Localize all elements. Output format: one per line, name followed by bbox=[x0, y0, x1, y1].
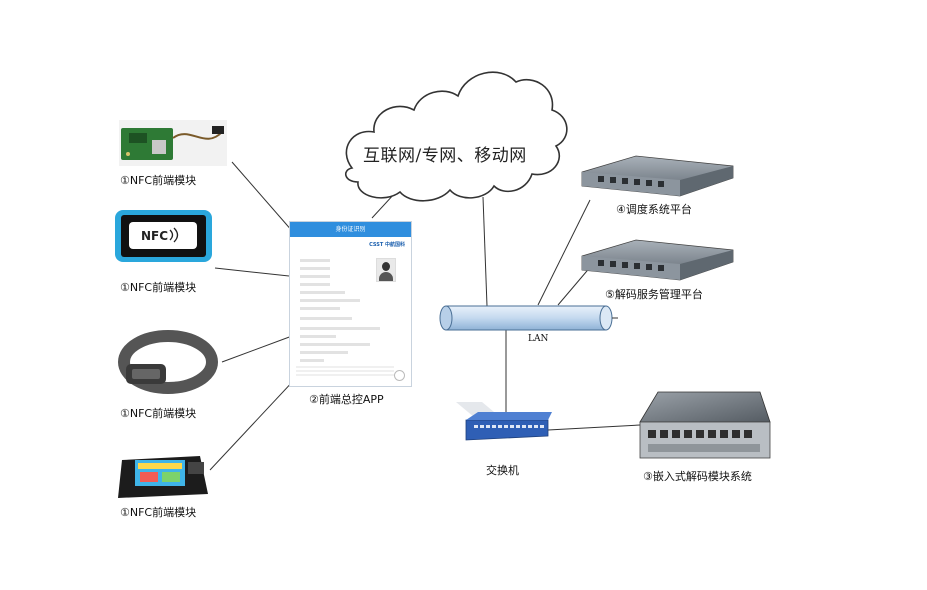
switch-label: 交换机 bbox=[486, 464, 519, 477]
decode-service-server-image bbox=[581, 239, 734, 281]
app-row bbox=[296, 306, 340, 311]
embedded-decode-chassis-image bbox=[639, 391, 771, 459]
app-row bbox=[296, 298, 360, 303]
app-footer-text bbox=[296, 366, 394, 378]
link-nfc2-app bbox=[214, 267, 290, 277]
link-switch-embedded bbox=[547, 424, 641, 431]
switch-image bbox=[456, 402, 552, 441]
lan-bus bbox=[439, 305, 618, 331]
link-cloud-lan bbox=[482, 196, 488, 307]
nfc-module-label-4: ①NFC前端模块 bbox=[120, 506, 197, 519]
dispatch-platform-label: ④调度系统平台 bbox=[616, 203, 692, 216]
app-label: ②前端总控APP bbox=[309, 393, 384, 406]
app-title-bar: 身份证识别 bbox=[290, 222, 411, 237]
app-row bbox=[296, 358, 324, 363]
app-row bbox=[296, 258, 330, 263]
cloud-label: 互联网/专网、移动网 bbox=[363, 146, 527, 166]
app-row bbox=[296, 350, 348, 355]
app-brand: CSST 中航国科 bbox=[369, 242, 405, 248]
nfc-reader-board-image bbox=[119, 120, 227, 166]
nfc-pos-terminal-image bbox=[118, 456, 208, 498]
app-screen: 身份证识别 CSST 中航国科 bbox=[289, 221, 412, 387]
nfc-phone-image: NFC bbox=[115, 210, 212, 262]
network-cloud bbox=[345, 71, 568, 202]
link-nfc4-app bbox=[209, 377, 297, 471]
app-row bbox=[296, 266, 330, 271]
nfc-module-label-1: ①NFC前端模块 bbox=[120, 174, 197, 187]
link-server4-lan bbox=[537, 199, 591, 306]
lan-label: LAN bbox=[528, 334, 549, 344]
nfc-module-label-3: ①NFC前端模块 bbox=[120, 407, 197, 420]
link-nfc1-app bbox=[231, 161, 301, 241]
dispatch-server-image bbox=[581, 155, 734, 197]
app-row bbox=[296, 316, 352, 321]
nfc-wristband-image bbox=[118, 330, 218, 394]
decode-service-platform-label: ⑤解码服务管理平台 bbox=[605, 288, 703, 301]
app-row bbox=[296, 274, 330, 279]
app-row bbox=[296, 282, 330, 287]
app-row bbox=[296, 342, 370, 347]
nfc-module-label-2: ①NFC前端模块 bbox=[120, 281, 197, 294]
embedded-system-label: ③嵌入式解码模块系统 bbox=[643, 470, 752, 483]
app-row bbox=[296, 290, 345, 295]
home-button-icon bbox=[394, 370, 405, 381]
app-row bbox=[296, 334, 336, 339]
link-server5-lan bbox=[557, 264, 593, 306]
svg-text:NFC: NFC bbox=[141, 229, 168, 243]
avatar bbox=[376, 258, 396, 282]
app-row bbox=[296, 326, 380, 331]
link-nfc3-app bbox=[221, 335, 293, 363]
